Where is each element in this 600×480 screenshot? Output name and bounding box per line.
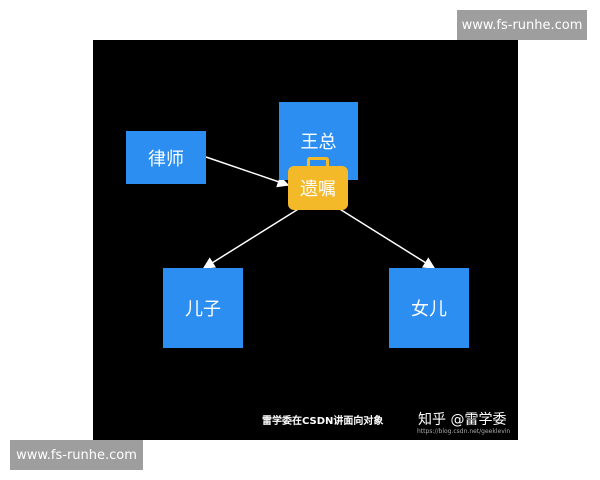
arrow-lawyer-to-will [205,156,290,188]
zhihu-credit: 知乎 @雷学委 [418,412,507,428]
arrow-will-to-daughter [337,207,436,269]
node-will-briefcase: 遗嘱 [288,166,348,210]
footer-caption: 雷学委在CSDN讲面向对象 [262,416,384,427]
arrow-will-to-son [202,207,301,269]
briefcase-handle-icon [307,157,329,167]
watermark-top: www.fs-runhe.com [457,10,587,40]
watermark-bottom: www.fs-runhe.com [10,440,143,470]
node-lawyer: 律师 [126,131,206,184]
source-url: https://blog.csdn.net/geeklevin [417,428,511,435]
node-daughter: 女儿 [389,268,469,348]
node-son: 儿子 [163,268,243,348]
